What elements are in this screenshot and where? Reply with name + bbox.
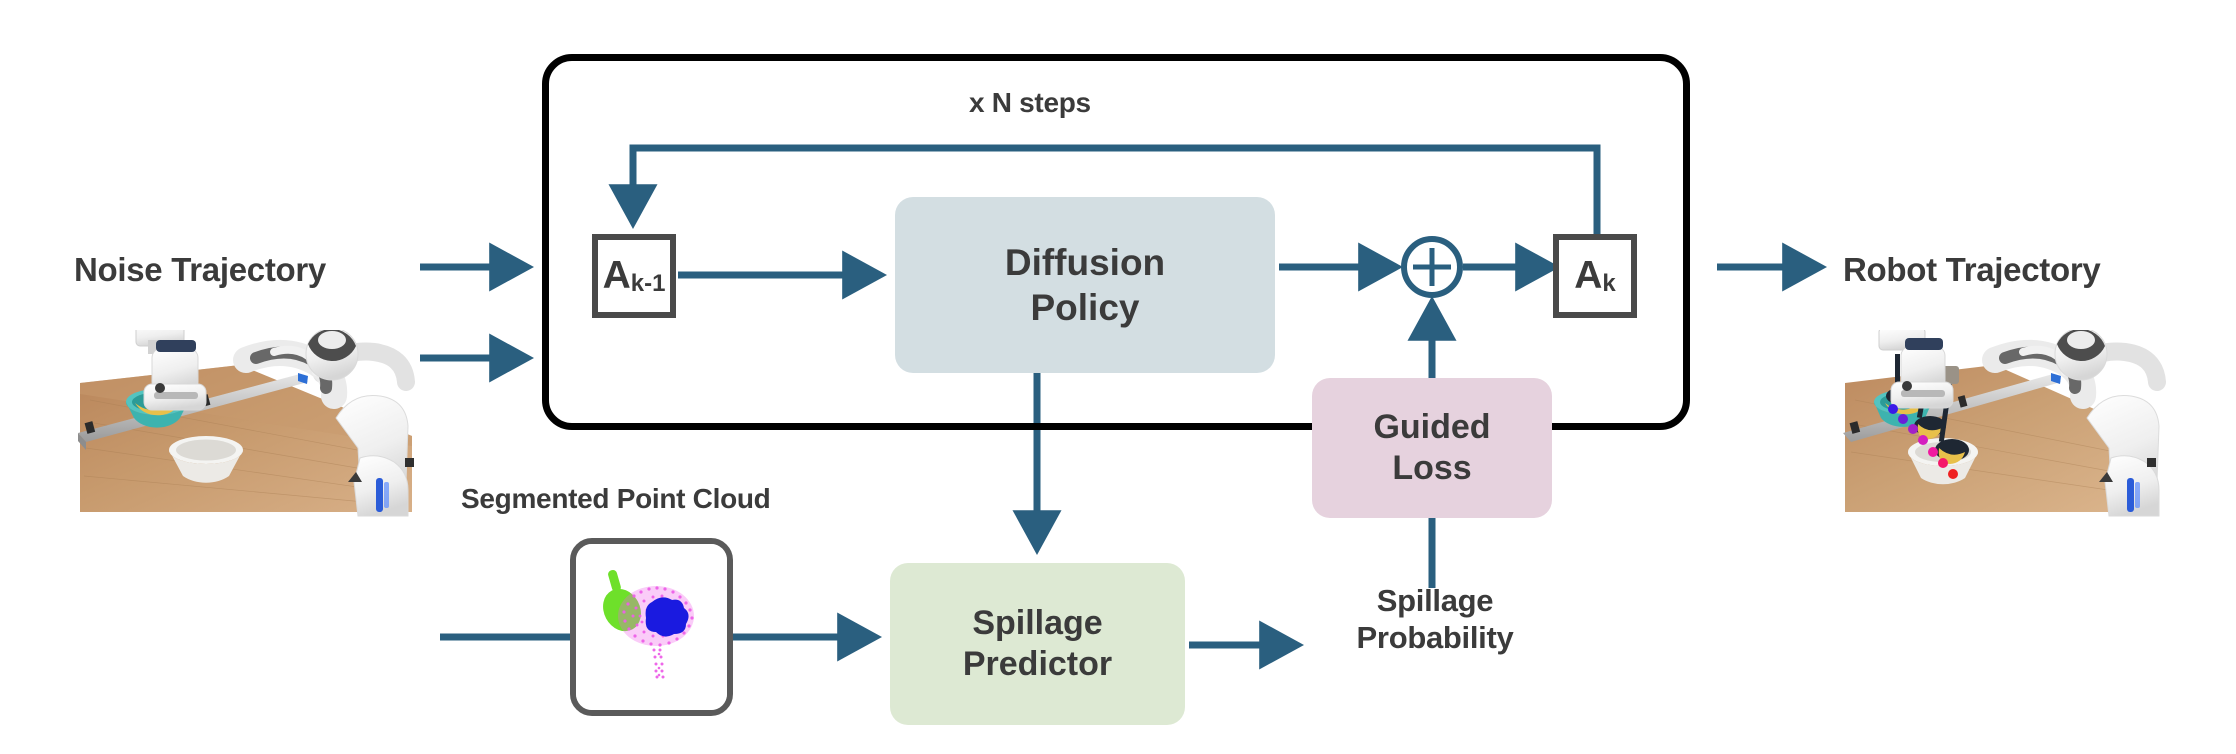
segmented-point-cloud-label: Segmented Point Cloud <box>461 483 771 514</box>
diffusion-policy-line2: Policy <box>1030 287 1140 328</box>
guided-loss-node: Guided Loss <box>1312 378 1552 518</box>
noise-trajectory-label: Noise Trajectory <box>74 251 326 288</box>
pointcloud-ladle-green <box>603 569 641 632</box>
spillage-probability-line1: Spillage <box>1376 583 1494 618</box>
guided-loss-line1: Guided <box>1373 407 1491 446</box>
robot-trajectory-label: Robot Trajectory <box>1843 251 2101 288</box>
spillage-probability-line2: Probability <box>1356 619 1514 655</box>
guided-loss-line2: Loss <box>1392 449 1472 487</box>
segmented-point-cloud-card <box>570 538 733 716</box>
summation-node <box>1399 234 1465 300</box>
left-robot-photo <box>60 330 440 550</box>
pointcloud-food-blue <box>645 597 689 637</box>
spillage-probability-label: Spillage Probability <box>1345 583 1525 656</box>
diffusion-policy-node: Diffusion Policy <box>895 197 1275 373</box>
loop-repeat-label: x N steps <box>969 87 1091 118</box>
action-previous-base: A <box>602 254 631 297</box>
action-current-base: A <box>1574 254 1603 297</box>
right-robot-photo <box>1835 330 2215 550</box>
spillage-predictor-line1: Spillage <box>972 603 1103 642</box>
diffusion-policy-line1: Diffusion <box>1004 241 1166 283</box>
spillage-predictor-line2: Predictor <box>962 645 1113 683</box>
trajectory-waypoints <box>1888 404 1958 479</box>
diffusion-loop-container <box>542 54 1690 430</box>
spillage-predictor-node: Spillage Predictor <box>890 563 1185 725</box>
